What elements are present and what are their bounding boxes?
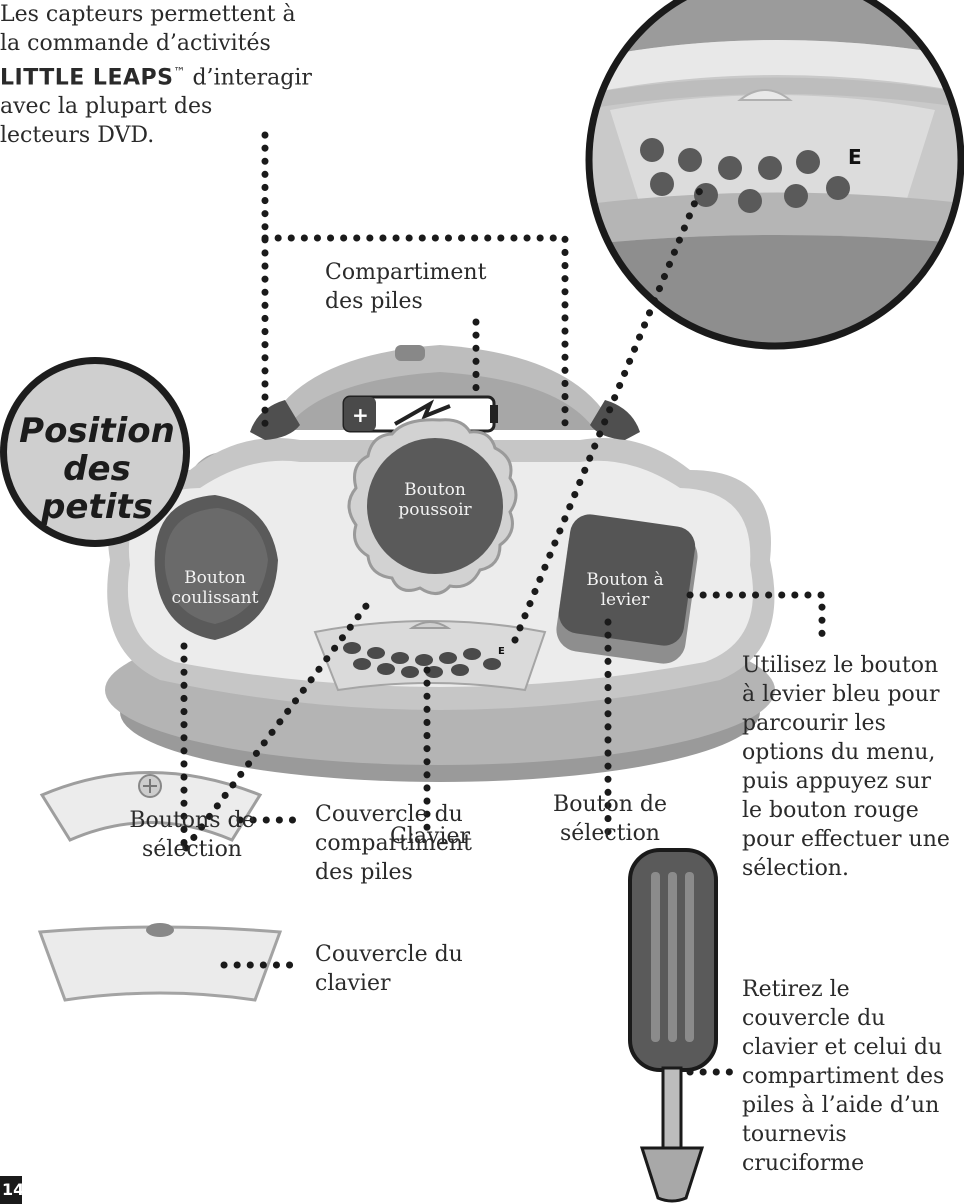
- slide-button: [154, 495, 278, 640]
- lever-button: [556, 514, 698, 664]
- svg-text:+: +: [352, 403, 369, 427]
- keypad-label: Clavier: [390, 824, 470, 849]
- screwdriver: [628, 848, 718, 1203]
- slide-button-label: Bouton coulissant: [171, 568, 259, 608]
- intro-line-3-rest: d’interagir: [185, 65, 312, 91]
- battery-compartment-label: Compartiment des piles: [325, 260, 487, 314]
- intro-line-1: Les capteurs permettent à: [0, 2, 296, 27]
- keypad-zoom-circle: [585, 0, 964, 350]
- keypad-cover: [37, 923, 283, 1002]
- page-corner-mark: [0, 1176, 22, 1204]
- badge-title: Position des petits: [18, 412, 176, 526]
- lever-button-label: Bouton à levier: [586, 570, 664, 610]
- zoom-keypad-letter: E: [848, 145, 862, 169]
- badge-line-1: Position: [19, 411, 175, 451]
- keypad: [313, 620, 547, 692]
- lever-instructions: Utilisez le bouton à levier bleu pour pa…: [742, 653, 950, 881]
- activity-controller: +: [105, 345, 775, 782]
- badge-line-2: des petits: [41, 449, 153, 527]
- intro-line-4: avec la plupart des: [0, 94, 213, 120]
- battery-cover-label: Couvercle du compartiment des piles: [315, 802, 472, 885]
- keypad-letter: E: [498, 646, 505, 657]
- zoom-keypad-keys: [640, 138, 850, 213]
- selection-button-label: Bouton de sélection: [553, 792, 667, 846]
- brand-name: LITTLE LEAPS: [0, 65, 174, 91]
- page-number: 14: [2, 1180, 24, 1199]
- sensor-intro-text: Les capteurs permettent à la commande d’…: [0, 0, 330, 150]
- selection-buttons-label: Boutons de sélection: [129, 808, 255, 862]
- intro-line-5: lecteurs DVD.: [0, 123, 155, 149]
- battery-cover: [39, 771, 263, 842]
- intro-line-3: LITTLE LEAPS™ d’interagir: [0, 58, 330, 92]
- position-badge: [0, 357, 190, 547]
- trademark-symbol: ™: [173, 65, 186, 79]
- push-button-label: Bouton poussoir: [398, 480, 472, 520]
- screwdriver-instructions: Retirez le couvercle du clavier et celui…: [742, 977, 945, 1176]
- keypad-cover-label: Couvercle du clavier: [315, 942, 463, 996]
- leader-lines: [180, 131, 826, 1076]
- intro-line-2: la commande d’activités: [0, 31, 271, 56]
- push-button: [347, 418, 518, 595]
